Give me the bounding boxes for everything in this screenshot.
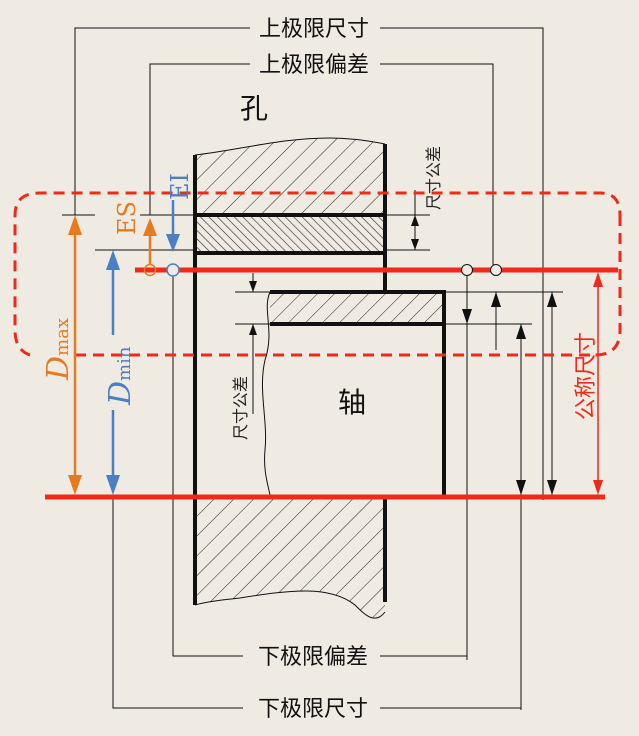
- ei-label: EI: [166, 173, 194, 200]
- dmax-dimension: [68, 215, 82, 495]
- shaft-min-size-line: [516, 324, 526, 710]
- nominal-size-dimension: [593, 272, 603, 495]
- upper-deviation-bracket: [149, 63, 494, 270]
- hole-tolerance-zone: [195, 213, 385, 255]
- hole-tolerance-label: 尺寸公差: [424, 146, 443, 210]
- es-label: ES: [113, 201, 141, 235]
- shaft-label: 轴: [338, 386, 366, 419]
- lower-limit-size-bracket: [112, 495, 521, 709]
- dmin-dimension: [106, 250, 120, 495]
- upper-limit-size-label: 上极限尺寸: [259, 17, 369, 42]
- ei-arrow: [166, 200, 180, 277]
- shaft-lower-deviation-line: [462, 270, 472, 660]
- shaft-tolerance-dimension: [249, 273, 257, 414]
- nominal-size-label: 公称尺寸: [574, 332, 599, 420]
- shaft-body: [261, 290, 446, 496]
- hole-tolerance-dimension: [411, 190, 419, 250]
- upper-limit-size-bracket: [74, 27, 544, 500]
- tolerance-zone-dashed-outline: [13, 191, 622, 357]
- shaft-zero-marker: [461, 264, 473, 276]
- shaft-upper-deviation-line: [491, 292, 501, 350]
- shaft-max-size-line: [547, 292, 557, 495]
- hole-label: 孔: [240, 92, 268, 125]
- shaft-tolerance-label: 尺寸公差: [231, 376, 250, 440]
- upper-deviation-label: 上极限偏差: [259, 53, 369, 78]
- es-arrow: [143, 218, 157, 277]
- dmax-label: Dmax: [41, 318, 76, 381]
- dmin-label: Dmin: [103, 346, 138, 406]
- lower-deviation-bracket: [172, 270, 467, 657]
- shaft-zero-marker: [490, 264, 502, 276]
- lower-deviation-label: 下极限偏差: [258, 645, 368, 670]
- hole-body-lower: [193, 268, 387, 619]
- lower-limit-size-label: 下极限尺寸: [258, 697, 368, 722]
